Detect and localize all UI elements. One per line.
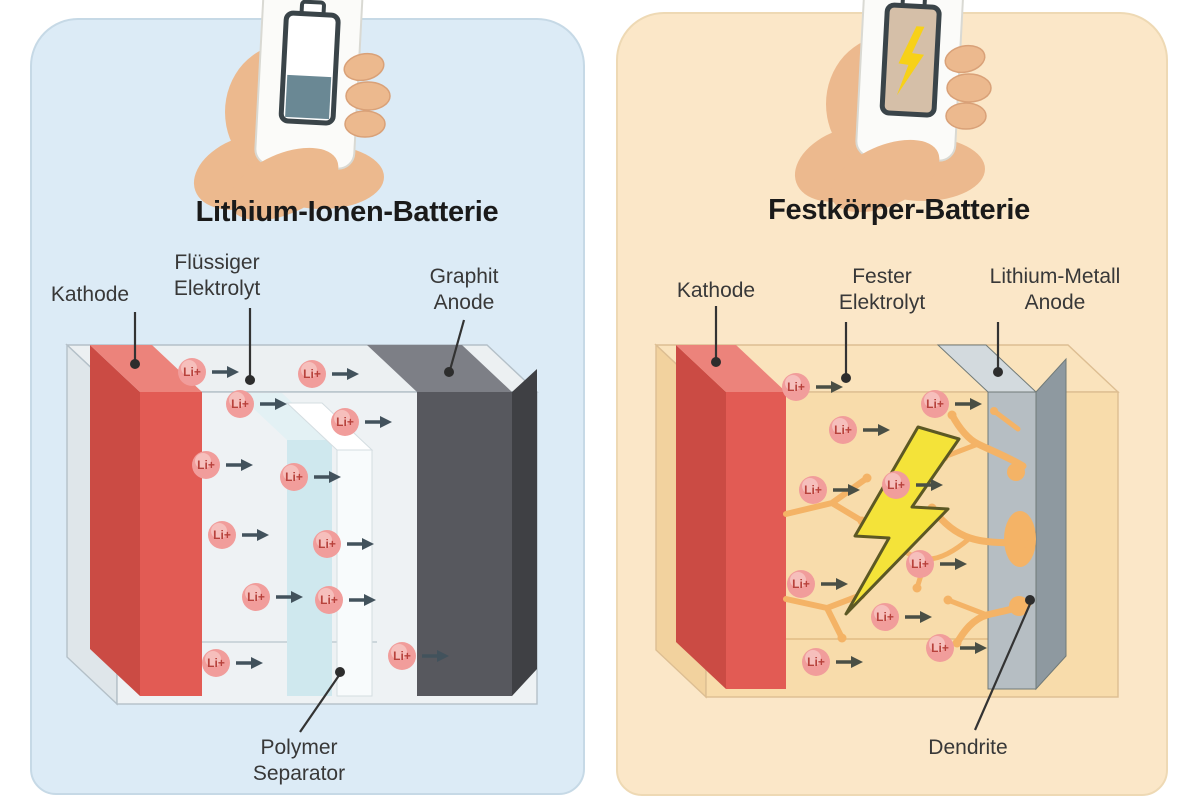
lithium-ion-battery-panel: Li+ Li+ Li+ Li+ Li+ Li+ Li+ Li+ Li+ Li+ … — [30, 0, 585, 795]
finger — [344, 110, 386, 138]
lithium-ion: Li+ — [331, 408, 392, 436]
cathode-slab — [90, 345, 202, 696]
label-cathode: Kathode — [676, 279, 756, 302]
lithium-ion: Li+ — [192, 451, 253, 479]
lithium-ion: Li+ — [882, 471, 943, 499]
page-title-left: Lithium-Ionen-Batterie — [195, 196, 499, 228]
hand-holding-phone-icon — [193, 0, 391, 221]
lithium-ions: Li+ Li+ Li+ Li+ Li+ Li+ Li+ Li+ Li+ Li+ … — [178, 358, 449, 677]
leader-lines — [130, 308, 466, 733]
lithium-ion: Li+ — [906, 550, 967, 578]
lightning-bolt-icon — [844, 425, 961, 616]
finger — [345, 81, 391, 111]
svg-text:Li+: Li+ — [247, 590, 265, 604]
label-liquid-electrolyte: Flüssiger Elektrolyt — [173, 251, 261, 300]
polymer-separator-layer — [285, 402, 374, 697]
finger — [946, 73, 992, 103]
lithium-ion: Li+ — [921, 390, 982, 418]
svg-text:Li+: Li+ — [926, 397, 944, 411]
lithium-ion-battery-diagram: Li+ Li+ Li+ Li+ Li+ Li+ Li+ Li+ Li+ Li+ … — [65, 308, 539, 733]
lithium-ion: Li+ — [202, 649, 263, 677]
svg-text:Li+: Li+ — [320, 593, 338, 607]
lithium-ion: Li+ — [242, 583, 303, 611]
battery-charging-bolt-icon — [879, 0, 942, 118]
label-polymer-separator: Polymer Separator — [252, 736, 346, 785]
svg-text:Li+: Li+ — [931, 641, 949, 655]
lithium-ion: Li+ — [280, 463, 341, 491]
lithium-ion: Li+ — [226, 390, 287, 418]
lithium-ion: Li+ — [926, 634, 987, 662]
svg-text:Li+: Li+ — [207, 656, 225, 670]
svg-text:Li+: Li+ — [792, 577, 810, 591]
svg-text:Li+: Li+ — [213, 528, 231, 542]
label-solid-electrolyte: Fester Elektrolyt — [838, 265, 926, 314]
hand-holding-phone-icon — [794, 0, 992, 213]
svg-text:Li+: Li+ — [876, 610, 894, 624]
label-dendrite: Dendrite — [928, 736, 1008, 759]
svg-text:Li+: Li+ — [887, 478, 905, 492]
lithium-ions: Li+ Li+ Li+ Li+ Li+ Li+ Li+ Li+ Li+ Li+ — [782, 373, 987, 676]
svg-text:Li+: Li+ — [197, 458, 215, 472]
lithium-ion: Li+ — [787, 570, 848, 598]
lithium-ion: Li+ — [388, 642, 449, 670]
lithium-ion: Li+ — [799, 476, 860, 504]
svg-text:Li+: Li+ — [183, 365, 201, 379]
lithium-ion: Li+ — [178, 358, 239, 386]
solid-state-battery-diagram: Li+ Li+ Li+ Li+ Li+ Li+ Li+ Li+ Li+ Li+ — [654, 306, 1120, 731]
graphite-anode-slab — [367, 345, 537, 696]
svg-text:Li+: Li+ — [834, 423, 852, 437]
charge-bolt — [896, 26, 925, 96]
page-title-right: Festkörper-Batterie — [768, 194, 1030, 226]
label-graphite-anode: Graphit Anode — [429, 265, 499, 314]
leader-lines — [711, 306, 1035, 731]
lithium-ion: Li+ — [782, 373, 843, 401]
svg-text:Li+: Li+ — [911, 557, 929, 571]
svg-text:Li+: Li+ — [807, 655, 825, 669]
svg-text:Li+: Li+ — [336, 415, 354, 429]
svg-text:Li+: Li+ — [804, 483, 822, 497]
svg-text:Li+: Li+ — [303, 367, 321, 381]
svg-text:Li+: Li+ — [787, 380, 805, 394]
lithium-ion: Li+ — [871, 603, 932, 631]
svg-text:Li+: Li+ — [285, 470, 303, 484]
cathode-slab — [676, 345, 786, 689]
svg-text:Li+: Li+ — [393, 649, 411, 663]
svg-text:Li+: Li+ — [231, 397, 249, 411]
label-lithium-metal-anode: Lithium-Metall Anode — [989, 265, 1121, 314]
lithium-ion: Li+ — [802, 648, 863, 676]
lithium-ion: Li+ — [313, 530, 374, 558]
phone — [855, 0, 965, 162]
lithium-ion: Li+ — [298, 360, 359, 388]
finger — [944, 44, 986, 74]
finger — [343, 52, 385, 82]
lithium-ion: Li+ — [315, 586, 376, 614]
label-cathode: Kathode — [50, 283, 130, 306]
battery-charge-level — [285, 74, 332, 120]
lithium-ion: Li+ — [208, 521, 269, 549]
phone — [254, 0, 364, 170]
battery-half-icon — [278, 0, 341, 126]
lithium-ion: Li+ — [829, 416, 890, 444]
finger — [945, 102, 987, 130]
solid-state-battery-panel: Li+ Li+ Li+ Li+ Li+ Li+ Li+ Li+ Li+ Li+ — [616, 0, 1168, 796]
svg-text:Li+: Li+ — [318, 537, 336, 551]
